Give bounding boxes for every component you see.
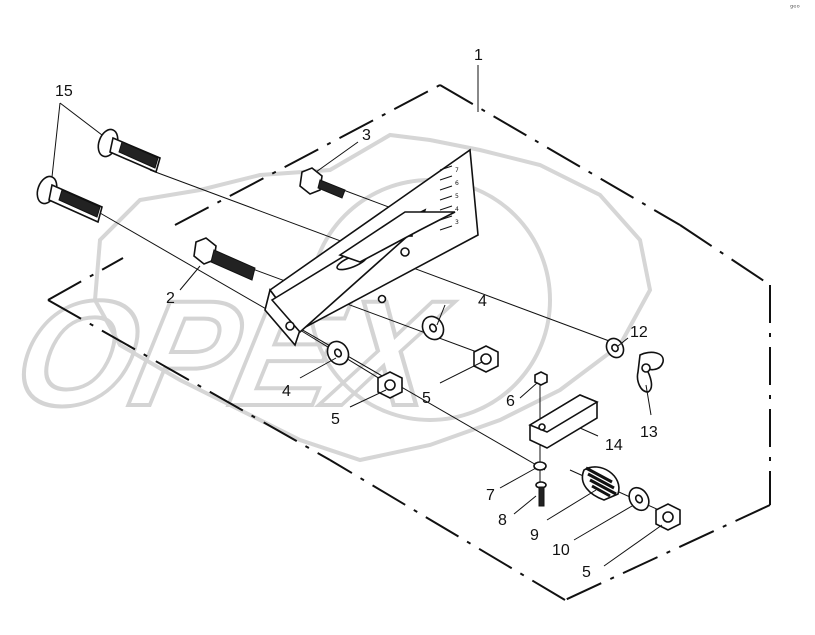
svg-text:3: 3 (455, 219, 459, 226)
scale-markings: 7 6 5 4 3 (439, 165, 459, 231)
washer-12 (605, 337, 625, 359)
callout-4a: 4 (282, 383, 291, 400)
spring-9 (581, 466, 620, 501)
bracket-hole (377, 294, 387, 304)
callout-9: 9 (530, 527, 539, 544)
callout-2: 2 (166, 290, 175, 307)
nut-5c (655, 503, 681, 531)
callouts: 1 2 3 4 4 5 5 5 6 7 8 9 10 12 13 14 15 (55, 47, 658, 581)
callout-5a: 5 (331, 411, 340, 428)
callout-14: 14 (605, 437, 623, 454)
washer-10 (628, 486, 650, 512)
watermark: OPEX (0, 132, 653, 463)
bracket-hole (400, 247, 410, 257)
callout-12: 12 (630, 324, 648, 341)
callout-13: 13 (640, 424, 658, 441)
svg-text:4: 4 (455, 206, 459, 213)
corner-mark: ᵍᵉᵒ (790, 3, 800, 12)
pointer-arm (338, 211, 456, 263)
guide-block-14 (528, 394, 599, 449)
callout-7: 7 (486, 487, 495, 504)
callout-4b: 4 (478, 293, 487, 310)
small-washer-7 (533, 461, 547, 471)
svg-text:7: 7 (455, 167, 459, 174)
nut-5b (473, 345, 499, 373)
callout-15: 15 (55, 83, 73, 100)
callout-5b: 5 (422, 390, 431, 407)
small-nut-6 (534, 371, 548, 386)
callout-1: 1 (474, 47, 483, 64)
svg-text:6: 6 (455, 180, 459, 187)
callout-8: 8 (498, 512, 507, 529)
hex-bolt-2 (193, 237, 256, 281)
nut-5a (377, 371, 403, 399)
leaders (51, 102, 663, 567)
carriage-bolt-lower (36, 175, 103, 224)
washer-4a (326, 340, 350, 366)
callout-6: 6 (506, 393, 515, 410)
carriage-bolt-upper (97, 128, 161, 174)
bracket-hole (285, 321, 295, 331)
hex-bolt-3 (299, 167, 346, 199)
callout-5c: 5 (582, 564, 591, 581)
callout-3: 3 (362, 127, 371, 144)
screw-8 (535, 481, 547, 507)
wing-nut-13 (636, 351, 664, 393)
watermark-text: OPEX (2, 271, 462, 438)
callout-10: 10 (552, 542, 570, 559)
svg-text:5: 5 (455, 193, 459, 200)
assembly-frame (47, 84, 771, 601)
